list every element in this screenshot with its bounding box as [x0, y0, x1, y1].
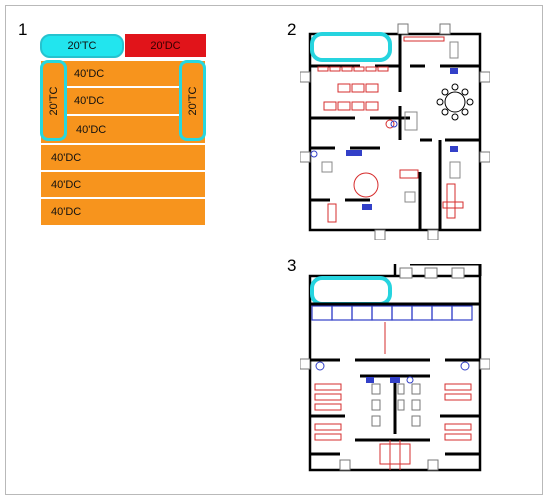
- container-20tc-top: 20'TC: [40, 34, 124, 58]
- container-label: 20'TC: [67, 40, 97, 52]
- container-label: 20'DC: [150, 39, 181, 52]
- container-label: 20'TC: [186, 86, 199, 115]
- container-20tc-vertical-right: 20'TC: [179, 60, 206, 141]
- panel-number-1: 1: [18, 20, 28, 39]
- container-20tc-vertical-left: 20'TC: [40, 60, 67, 141]
- panel-number-3: 3: [287, 256, 297, 275]
- container-40dc: 40'DC: [40, 60, 206, 87]
- container-20dc-top: 20'DC: [125, 34, 206, 57]
- container-40dc: 40'DC: [40, 171, 206, 198]
- floor-plan-2: [300, 23, 490, 240]
- floor-plan-3: [300, 264, 490, 472]
- container-40dc: 40'DC: [40, 87, 206, 115]
- container-40dc: 40'DC: [40, 198, 206, 226]
- container-40dc: 40'DC: [40, 115, 206, 144]
- container-label: 40'DC: [51, 151, 82, 164]
- panel-number-2: 2: [287, 20, 297, 39]
- container-label: 40'DC: [51, 178, 82, 191]
- container-label: 40'DC: [76, 123, 107, 136]
- container-label: 40'DC: [74, 95, 105, 107]
- container-label: 40'DC: [51, 206, 82, 218]
- container-label: 20'TC: [47, 86, 60, 115]
- container-label: 40'DC: [74, 67, 105, 80]
- container-40dc: 40'DC: [40, 144, 206, 171]
